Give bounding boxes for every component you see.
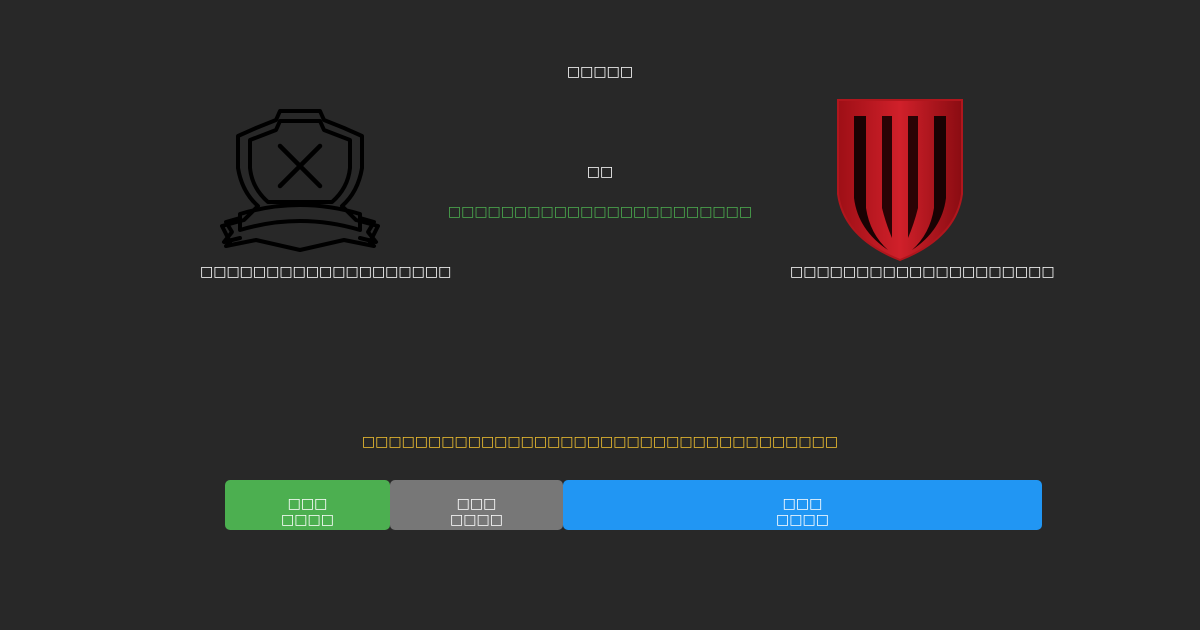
right-team-name: □□□□□□□□□□□□□□□□□□□□	[790, 264, 1055, 280]
red-shield-crest-icon	[836, 98, 964, 262]
action-button-1-line1: □□□	[287, 496, 328, 512]
action-button-3[interactable]: □□□ □□□□	[563, 480, 1042, 530]
left-team-name: □□□□□□□□□□□□□□□□□□□	[200, 264, 452, 280]
notice-text: □□□□□□□□□□□□□□□□□□□□□□□□□□□□□□□□□□□□	[361, 434, 839, 450]
match-status: □□□□□□□□□□□□□□□□□□□□□□□	[447, 204, 753, 220]
action-button-1[interactable]: □□□ □□□□	[225, 480, 390, 530]
action-button-3-line1: □□□	[782, 496, 823, 512]
action-button-1-line2: □□□□	[281, 512, 334, 528]
action-button-2[interactable]: □□□ □□□□	[390, 480, 563, 530]
action-button-2-line2: □□□□	[450, 512, 503, 528]
vs-label: □□	[586, 164, 614, 180]
action-button-3-line2: □□□□	[776, 512, 829, 528]
page-title: □□□□□	[566, 64, 634, 80]
action-button-2-line1: □□□	[456, 496, 497, 512]
crossed-shield-crest-icon	[220, 106, 380, 252]
